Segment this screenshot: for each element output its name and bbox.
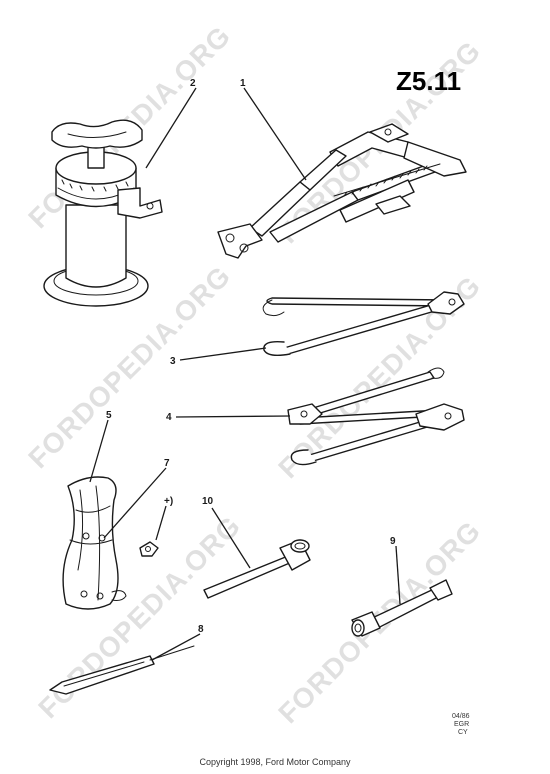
socket-extension-part <box>351 579 453 637</box>
callout-7: 7 <box>164 458 170 469</box>
callout-labels: 1 2 3 4 5 7 +) 8 9 10 <box>106 78 396 635</box>
leader-5 <box>89 419 109 483</box>
bottle-jack-part <box>43 119 163 307</box>
leader-10 <box>211 507 251 569</box>
leader-2 <box>145 87 197 169</box>
leader-8 <box>151 633 201 661</box>
leader-4 <box>175 415 291 418</box>
callout-plus: +) <box>164 496 173 507</box>
wheel-brace-part <box>203 539 311 599</box>
callout-2: 2 <box>190 78 196 89</box>
leader-7 <box>103 467 167 539</box>
clip-part <box>139 541 159 557</box>
callout-3: 3 <box>170 356 176 367</box>
callout-10: 10 <box>202 496 214 507</box>
callout-8: 8 <box>198 624 204 635</box>
scissor-jack-part <box>217 123 467 259</box>
leader-plus <box>155 505 167 541</box>
drawing-ref-date: 04/86 <box>452 713 470 720</box>
callout-1: 1 <box>240 78 246 89</box>
callout-5: 5 <box>106 410 112 421</box>
drawing-ref-code: CY <box>458 729 468 736</box>
leader-lines <box>89 87 401 661</box>
diagram-code: Z5.11 <box>396 66 461 96</box>
hook-rod-part <box>262 291 465 357</box>
drawing-reference: 04/86 EGR CY <box>452 713 470 736</box>
leader-1 <box>243 87 307 181</box>
copyright-notice: Copyright 1998, Ford Motor Company <box>199 757 351 767</box>
leader-3 <box>179 347 267 361</box>
leader-9 <box>395 545 401 605</box>
callout-9: 9 <box>390 536 396 547</box>
drawing-ref-region: EGR <box>454 721 469 728</box>
callout-4: 4 <box>166 412 172 423</box>
brace-rod-part <box>287 367 465 466</box>
tool-bag-part <box>62 476 127 610</box>
